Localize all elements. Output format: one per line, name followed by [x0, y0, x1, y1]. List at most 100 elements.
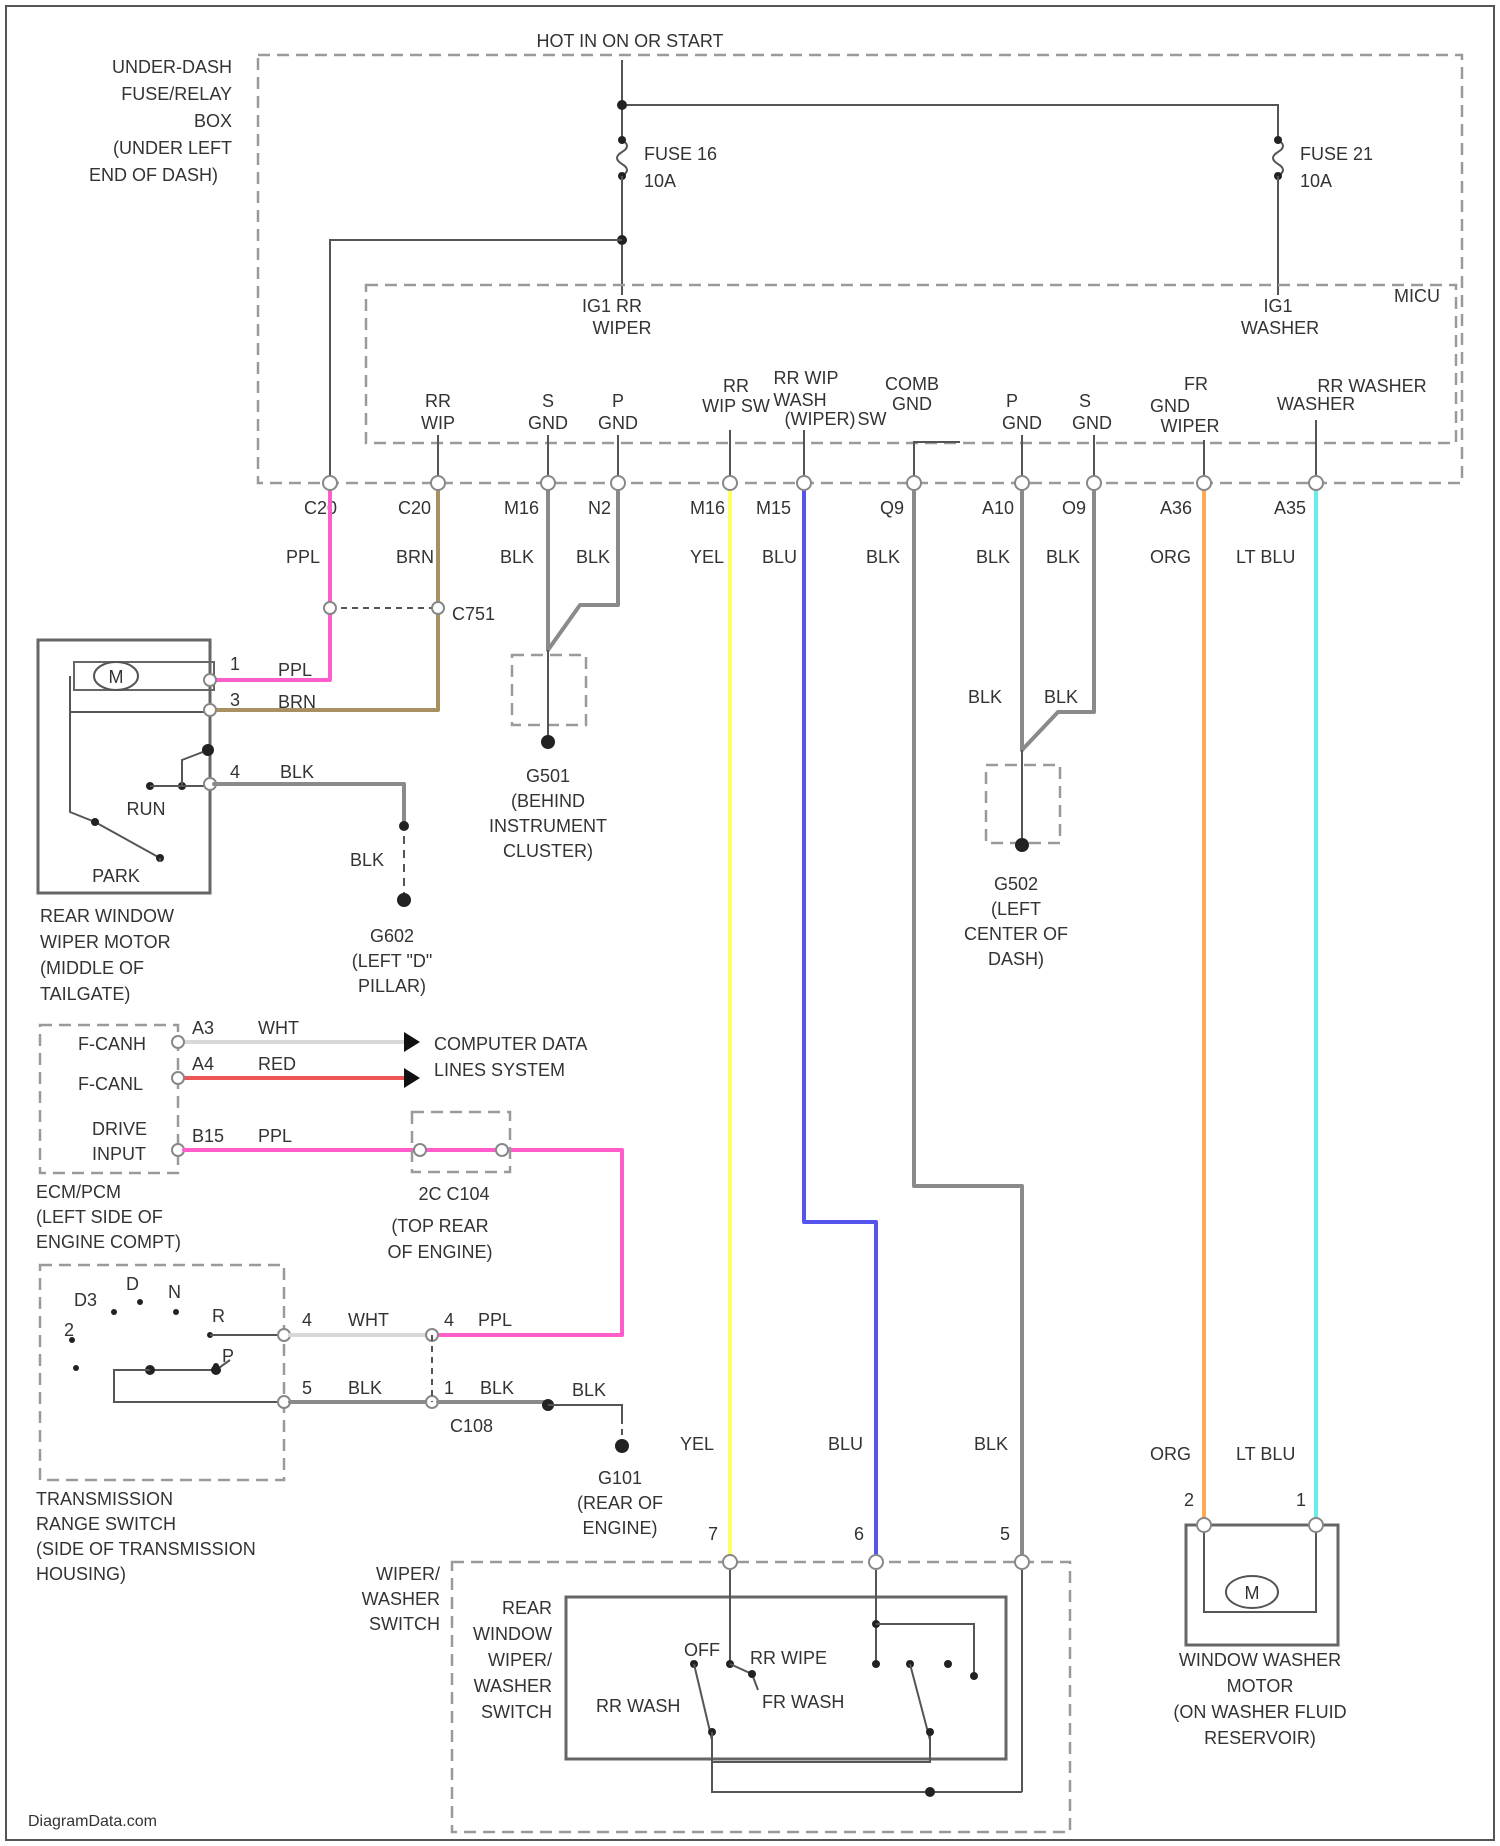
svg-text:WASH: WASH	[773, 390, 826, 410]
svg-text:M16: M16	[690, 498, 725, 518]
svg-text:DASH): DASH)	[988, 949, 1044, 969]
wiper-switch-outer-label: WIPER/ WASHER SWITCH	[362, 1564, 440, 1634]
svg-text:WIPER: WIPER	[592, 318, 651, 338]
svg-text:FR: FR	[1184, 374, 1208, 394]
svg-text:M16: M16	[504, 498, 539, 518]
svg-text:RESERVOIR): RESERVOIR)	[1204, 1728, 1316, 1748]
svg-text:HOUSING): HOUSING)	[36, 1564, 126, 1584]
c108-pin-4-label: 4	[444, 1310, 454, 1330]
svg-text:WASHER: WASHER	[362, 1589, 440, 1609]
g501-label: G501 (BEHIND INSTRUMENT CLUSTER)	[489, 766, 607, 861]
trans-switch-label: TRANSMISSION RANGE SWITCH (SIDE OF TRANS…	[36, 1489, 256, 1584]
svg-text:UNDER-DASH: UNDER-DASH	[112, 57, 232, 77]
pin-a4: A4	[192, 1054, 214, 1074]
c104-pin-a	[414, 1144, 426, 1156]
svg-text:N2: N2	[588, 498, 611, 518]
blk-wire-g502-b	[1022, 483, 1094, 750]
micu-terminal-p-gnd: P GND	[598, 391, 638, 433]
svg-text:C20: C20	[398, 498, 431, 518]
wire-label-blk-2: BLK	[576, 547, 610, 567]
wire-label-yel-2: YEL	[680, 1434, 714, 1454]
switch-fr-wash-label: FR WASH	[762, 1692, 844, 1712]
svg-text:IG1 RR: IG1 RR	[582, 296, 642, 316]
wire-label-blk-7: BLK	[968, 687, 1002, 707]
svg-text:N: N	[168, 1282, 181, 1302]
svg-text:P: P	[1006, 391, 1018, 411]
g602-ground-dot	[397, 893, 411, 907]
svg-text:G501: G501	[526, 766, 570, 786]
wire-label-ppl-3: PPL	[258, 1126, 292, 1146]
svg-text:WINDOW WASHER: WINDOW WASHER	[1179, 1650, 1341, 1670]
svg-text:GND: GND	[1150, 396, 1190, 416]
micu-terminal-rr-washer: RR WASHER WASHER	[1277, 376, 1427, 414]
wire-label-brn: BRN	[396, 547, 434, 567]
pin-a3: A3	[192, 1018, 214, 1038]
rear-wiper-switch-box	[566, 1597, 1006, 1759]
svg-text:RR: RR	[425, 391, 451, 411]
svg-text:MOTOR: MOTOR	[1227, 1676, 1294, 1696]
svg-text:(LEFT "D": (LEFT "D"	[352, 951, 432, 971]
svg-text:G101: G101	[598, 1468, 642, 1488]
ecm-drive-input: DRIVE INPUT	[92, 1119, 147, 1164]
switch-rr-wash-label: RR WASH	[596, 1696, 680, 1716]
micu-terminal-fr-gnd-wiper: FR GND WIPER	[1150, 374, 1220, 436]
svg-text:1: 1	[230, 654, 240, 674]
svg-text:CLUSTER): CLUSTER)	[503, 841, 593, 861]
top-power-label: HOT IN ON OR START	[536, 31, 723, 51]
svg-text:SWITCH: SWITCH	[481, 1702, 552, 1722]
svg-text:WINDOW: WINDOW	[473, 1624, 552, 1644]
svg-text:RANGE SWITCH: RANGE SWITCH	[36, 1514, 176, 1534]
ecm-label: ECM/PCM (LEFT SIDE OF ENGINE COMPT)	[36, 1182, 181, 1252]
svg-text:(BEHIND: (BEHIND	[511, 791, 585, 811]
svg-text:END OF DASH): END OF DASH)	[89, 165, 218, 185]
svg-text:10A: 10A	[1300, 171, 1332, 191]
wire-label-blk-6: BLK	[1046, 547, 1080, 567]
svg-text:FUSE 21: FUSE 21	[1300, 144, 1373, 164]
svg-text:RR: RR	[723, 376, 749, 396]
micu-terminal-p-gnd-2: P GND	[1002, 391, 1042, 433]
svg-text:M15: M15	[756, 498, 791, 518]
blk-wire-g602	[214, 784, 404, 822]
svg-text:RR WASHER: RR WASHER	[1317, 376, 1426, 396]
svg-text:REAR: REAR	[502, 1598, 552, 1618]
c108-label: C108	[450, 1416, 493, 1436]
svg-text:(SIDE OF TRANSMISSION: (SIDE OF TRANSMISSION	[36, 1539, 256, 1559]
micu-label: MICU	[1394, 286, 1440, 306]
svg-text:FUSE/RELAY: FUSE/RELAY	[121, 84, 232, 104]
svg-text:REAR WINDOW: REAR WINDOW	[40, 906, 174, 926]
wire-label-yel: YEL	[690, 547, 724, 567]
wire-label-blu: BLU	[762, 547, 797, 567]
svg-text:SWITCH: SWITCH	[369, 1614, 440, 1634]
wire-label-brn-2: BRN	[278, 692, 316, 712]
svg-text:(LEFT SIDE OF: (LEFT SIDE OF	[36, 1207, 163, 1227]
c104-outline	[412, 1112, 510, 1172]
g602-top-dot	[399, 821, 409, 831]
washer-motor-m-glyph: M	[1245, 1583, 1260, 1603]
svg-text:TRANSMISSION: TRANSMISSION	[36, 1489, 173, 1509]
c104-location-label: (TOP REAR OF ENGINE)	[387, 1216, 492, 1262]
svg-text:(MIDDLE OF: (MIDDLE OF	[40, 958, 144, 978]
blu-wire	[804, 483, 876, 1562]
svg-text:INSTRUMENT: INSTRUMENT	[489, 816, 607, 836]
micu-terminal-s-gnd-2: S GND	[1072, 391, 1112, 433]
wire-label-blk-1: BLK	[500, 547, 534, 567]
svg-text:(REAR OF: (REAR OF	[577, 1493, 663, 1513]
svg-text:DRIVE: DRIVE	[92, 1119, 147, 1139]
svg-text:ECM/PCM: ECM/PCM	[36, 1182, 121, 1202]
svg-text:GND: GND	[1072, 413, 1112, 433]
svg-text:WIPER MOTOR: WIPER MOTOR	[40, 932, 171, 952]
c751-label: C751	[452, 604, 495, 624]
wire-label-ltblu: LT BLU	[1236, 547, 1295, 567]
svg-text:WIPER/: WIPER/	[376, 1564, 440, 1584]
c104-pin-b	[496, 1144, 508, 1156]
trans-switch-positions: D3 D N R 2 P	[64, 1274, 234, 1366]
g501-ground-dot	[541, 735, 555, 749]
svg-text:R: R	[212, 1306, 225, 1326]
svg-text:Q9: Q9	[880, 498, 904, 518]
svg-text:S: S	[542, 391, 554, 411]
svg-text:SW: SW	[858, 409, 887, 429]
wiper-switch-contacts	[690, 1570, 1022, 1797]
svg-text:WASHER: WASHER	[1241, 318, 1319, 338]
svg-text:WIPER: WIPER	[1160, 416, 1219, 436]
